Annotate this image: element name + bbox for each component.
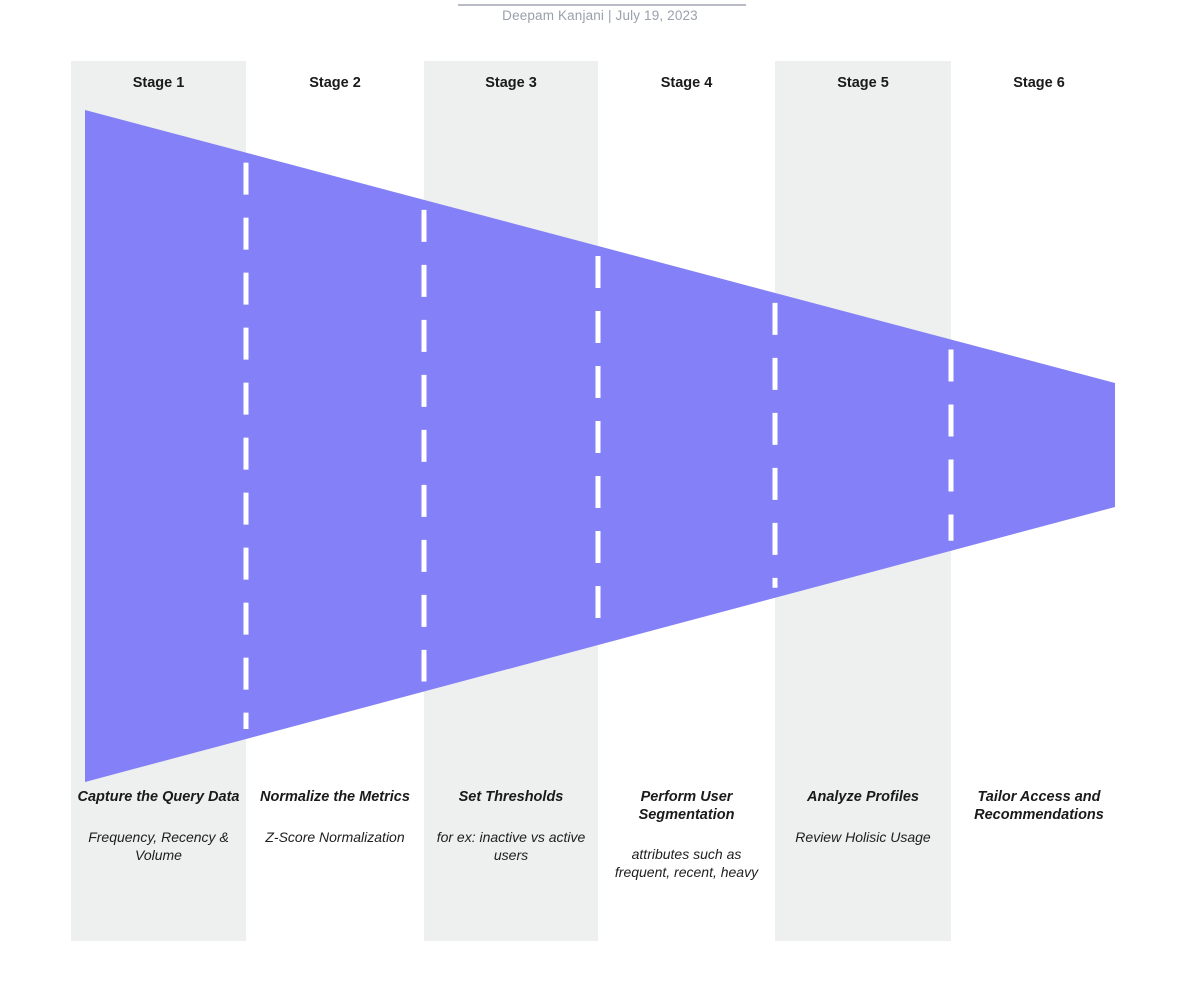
stage-title-3: Set Thresholds (458, 789, 564, 805)
stage-description-3: for ex: inactive vs active users (436, 828, 586, 863)
stage-footer-4: Perform User Segmentation attributes such… (598, 789, 775, 882)
stage-label-6: Stage 6 (1013, 75, 1065, 91)
stage-label-3: Stage 3 (485, 75, 537, 91)
stage-title-6: Tailor Access and Recommendations (974, 789, 1104, 823)
stage-column-6: Stage 6 Tailor Access and Recommendations (951, 61, 1127, 941)
stage-title-2: Normalize the Metrics (260, 789, 410, 805)
stage-title-1: Capture the Query Data (77, 789, 240, 805)
stage-description-1: Frequency, Recency & Volume (88, 828, 229, 863)
stage-footer-6: Tailor Access and Recommendations (951, 789, 1127, 824)
stage-column-4: Stage 4 Perform User Segmentation attribut… (598, 61, 775, 941)
byline-divider-rule (458, 4, 746, 6)
byline: Deepam Kanjani | July 19, 2023 (502, 8, 698, 23)
stage-description-2: Z-Score Normalization (265, 828, 405, 845)
stage-label-2: Stage 2 (309, 75, 361, 91)
stage-label-4: Stage 4 (660, 75, 713, 91)
stage-title-4: Perform User Segmentation (638, 789, 735, 823)
stage-footer-3: Set Thresholds for ex: inactive vs active… (424, 789, 598, 865)
stage-column-3: Stage 3 Set Thresholds for ex: inactive vs… (424, 61, 598, 941)
stage-label-1: Stage 1 (132, 75, 185, 91)
stage-title-5: Analyze Profiles (806, 789, 919, 805)
stage-description-4: attributes such as frequent, recent, hea… (614, 846, 759, 881)
stage-label-5: Stage 5 (837, 75, 889, 91)
stage-description-5: Review Holisic Usage (795, 828, 931, 845)
